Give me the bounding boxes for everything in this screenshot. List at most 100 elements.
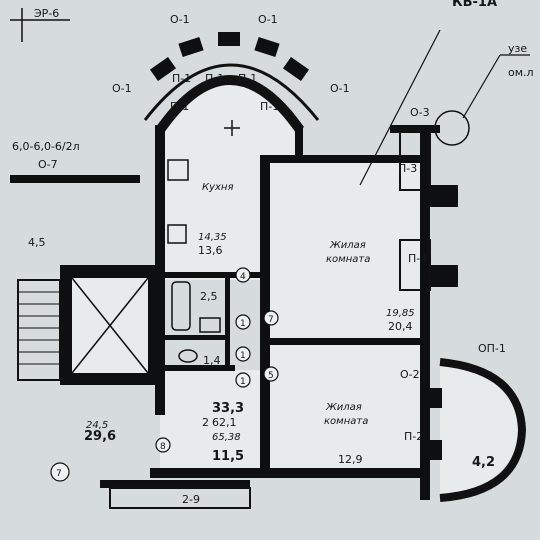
marker-circle	[235, 314, 251, 330]
bay-wall	[155, 75, 305, 133]
panel-label: П-4	[408, 252, 427, 265]
node-label-1: узе	[508, 42, 527, 55]
panel-label: П-1	[238, 72, 257, 85]
bay-window-block	[178, 36, 204, 58]
window-label: О-1	[258, 13, 278, 26]
living1-area-top: 19,85	[386, 308, 415, 319]
bay-window-block	[218, 32, 240, 46]
panel-label: П-1	[172, 72, 191, 85]
window-frame	[399, 129, 431, 191]
panel-label: П-1	[260, 100, 279, 113]
panel-label: П-1	[170, 100, 189, 113]
hall-area: 11,5	[212, 449, 244, 464]
window-label: О-2	[400, 368, 420, 381]
corner-label: ЭР-6	[34, 7, 59, 20]
marker-circle	[263, 366, 279, 382]
kitchen-area-top: 14,35	[198, 232, 227, 243]
balcony-fill	[440, 365, 520, 495]
living1-name: комната	[326, 254, 370, 265]
stove-icon	[167, 159, 189, 181]
marker-label: 8	[160, 442, 166, 452]
wc-area: 1,4	[203, 354, 221, 367]
bottom-outer-wall	[100, 480, 250, 488]
wall-bath-right	[225, 275, 230, 370]
marker-label: 7	[56, 469, 62, 479]
wall-kitchen-bottom	[165, 272, 265, 278]
marker-circle	[235, 267, 251, 283]
node-label-2: ом.л	[508, 66, 534, 79]
balcony-window	[430, 388, 442, 408]
marker-label: 1	[240, 351, 246, 361]
node-callout-circle	[434, 110, 470, 146]
kitchen-name: Кухня	[202, 182, 234, 193]
balcony-window	[430, 440, 442, 460]
summary-2: 62,1	[212, 416, 237, 429]
balcony-wall	[439, 358, 527, 502]
top-right-text: КВ-1А	[452, 0, 497, 10]
kitchen-area-fill	[160, 80, 300, 280]
panel-label: П-2	[404, 430, 423, 443]
hall-fill	[160, 370, 270, 470]
wall-right-bay	[295, 125, 303, 160]
bay-window-block	[149, 56, 177, 82]
living-room-2-fill	[270, 345, 420, 470]
summary-rooms: 2	[202, 416, 209, 429]
marker-label: 1	[240, 377, 246, 387]
window-label: О-7	[38, 158, 58, 171]
marker-circle	[235, 372, 251, 388]
wall-between-living	[268, 338, 423, 345]
stair-area-top: 24,5	[86, 420, 108, 431]
shaft-cross	[71, 277, 149, 374]
window-label: О-1	[112, 82, 132, 95]
stair-mark: 4,5	[28, 236, 46, 249]
sink-icon	[167, 224, 187, 244]
summary-1: 33,3	[212, 401, 244, 416]
living1-area: 20,4	[388, 320, 413, 333]
leader-line-node	[462, 54, 501, 119]
pier-block	[430, 265, 458, 287]
balcony-area: 4,2	[472, 455, 495, 470]
bottom-mark: 2-9	[182, 493, 200, 506]
bay-outer-line	[143, 63, 320, 121]
marker-circle	[50, 462, 70, 482]
marker-label: 7	[268, 315, 274, 325]
pier-block	[430, 185, 458, 207]
marker-circle	[235, 346, 251, 362]
summary-3: 65,38	[212, 432, 241, 443]
living-room-1-fill	[270, 160, 420, 340]
window-label: О-3	[410, 106, 430, 119]
spec-note: 6,0-6,0-6/2л	[12, 140, 80, 153]
panel-label: П-1	[205, 72, 224, 85]
toilet-icon	[178, 349, 198, 363]
living2-name: комната	[324, 416, 368, 427]
wall-wc-bottom	[165, 365, 235, 371]
wall-bath-bottom	[165, 335, 225, 340]
kitchen-area: 13,6	[198, 244, 223, 257]
marker-label: 4	[240, 272, 246, 282]
stair-area: 29,6	[84, 429, 116, 444]
marker-circle	[155, 437, 171, 453]
leader-line	[359, 29, 441, 186]
living2-name: Жилая	[325, 402, 362, 413]
marker-label: 5	[268, 371, 274, 381]
stair-top-wall	[10, 175, 140, 183]
washbasin-icon	[199, 317, 221, 333]
bottom-blocks	[109, 487, 251, 509]
wall-top-living	[260, 155, 430, 163]
wall-right	[420, 130, 430, 500]
bath-area: 2,5	[200, 290, 218, 303]
stairs	[17, 279, 61, 381]
marker-circle	[263, 310, 279, 326]
living1-name: Жилая	[329, 240, 366, 251]
panel-label: П-3	[398, 162, 417, 175]
living2-area: 12,9	[338, 453, 363, 466]
window-label: О-1	[170, 13, 190, 26]
op1-label: ОП-1	[478, 342, 506, 355]
window-frame	[399, 239, 431, 291]
bay-window-block	[254, 36, 280, 58]
wall-bottom	[150, 468, 430, 478]
marker-label: 1	[240, 319, 246, 329]
bay-window-block	[282, 56, 310, 82]
bathtub-icon	[171, 281, 191, 331]
